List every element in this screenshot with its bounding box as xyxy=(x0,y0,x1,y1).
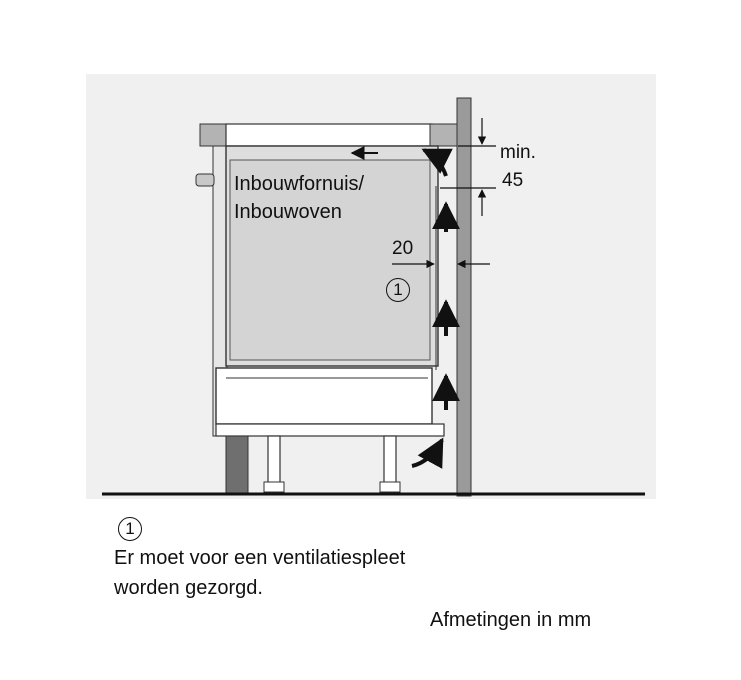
min-dimension-label-line1: min. xyxy=(500,142,536,163)
worktop-right xyxy=(429,123,458,147)
appliance-label-line1: Inbouwfornuis/ xyxy=(234,173,365,195)
note-line2: worden gezorgd. xyxy=(114,577,263,599)
foot-left xyxy=(267,435,281,485)
plinth xyxy=(225,435,249,495)
min-dimension-label-line2: 45 xyxy=(502,170,524,191)
units-label: Afmetingen in mm xyxy=(430,609,592,631)
drawer xyxy=(215,367,433,425)
marker-1-diagram: 1 xyxy=(386,278,410,302)
gap-dimension-label: 20 xyxy=(392,238,414,259)
base-frame xyxy=(215,423,445,437)
airflow-arrow-top-curve xyxy=(421,148,453,177)
airflow-arrow-bottom xyxy=(411,437,444,469)
note-line1: Er moet voor een ventilatiespleet xyxy=(114,547,406,569)
foot-left-base xyxy=(263,481,285,493)
foot-right-base xyxy=(379,481,401,493)
oven-knob xyxy=(195,173,215,187)
foot-right xyxy=(383,435,397,485)
marker-1-note: 1 xyxy=(118,517,142,541)
oven-inner xyxy=(229,159,431,361)
wall xyxy=(456,97,472,497)
appliance-label-line2: Inbouwoven xyxy=(234,201,342,223)
worktop-cooktop xyxy=(225,123,433,147)
